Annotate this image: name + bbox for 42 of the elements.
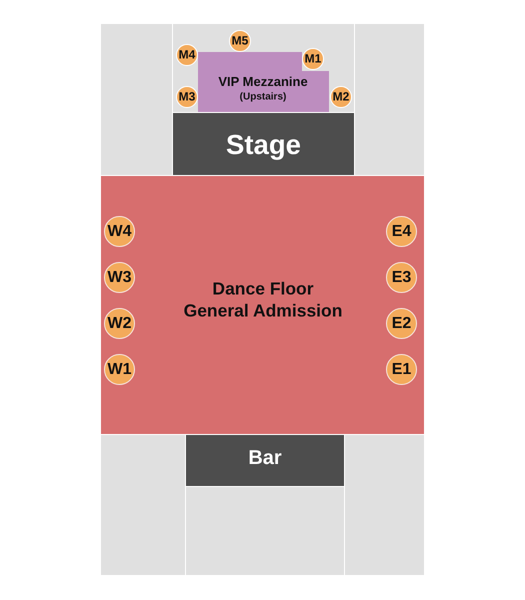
section-code: M5 <box>232 34 248 48</box>
section-marker <box>104 216 135 247</box>
section-code: M1 <box>304 52 322 66</box>
area-label: Dance Floor <box>212 279 314 299</box>
stage-area <box>173 113 354 175</box>
section-marker <box>302 48 324 70</box>
section-code: E4 <box>392 223 412 241</box>
section-marker <box>386 354 417 385</box>
section-marker <box>386 216 417 247</box>
bar-label: Bar <box>248 447 282 469</box>
section-code: W4 <box>108 223 132 241</box>
section-marker <box>330 86 352 108</box>
area-label: VIP Mezzanine <box>218 74 308 90</box>
mezzanine-area <box>198 52 329 112</box>
section-code: E3 <box>392 269 412 287</box>
floor-section <box>355 24 424 175</box>
section-marker <box>386 308 417 339</box>
floor-section <box>173 24 354 112</box>
floor-section <box>101 435 185 575</box>
floor-section <box>101 24 172 175</box>
section-marker <box>229 30 251 52</box>
section-marker <box>386 262 417 293</box>
floor-section <box>345 435 424 575</box>
section-code: M2 <box>332 90 350 104</box>
area-label: General Admission <box>184 301 342 321</box>
section-marker <box>104 308 135 339</box>
stage-label: Stage <box>226 130 301 160</box>
floor-section <box>186 487 344 575</box>
section-code: W3 <box>108 269 132 287</box>
dance-floor-area <box>101 176 424 434</box>
section-marker <box>104 354 135 385</box>
section-marker <box>176 44 198 66</box>
section-code: W1 <box>108 361 132 379</box>
bar-area <box>186 435 344 486</box>
section-marker <box>104 262 135 293</box>
section-code: W2 <box>108 315 132 333</box>
section-code: E2 <box>392 315 412 333</box>
section-marker <box>176 86 198 108</box>
section-code: M4 <box>178 48 196 62</box>
section-code: E1 <box>392 361 412 379</box>
section-code: M3 <box>178 90 196 104</box>
area-note: (Upstairs) <box>240 92 286 102</box>
